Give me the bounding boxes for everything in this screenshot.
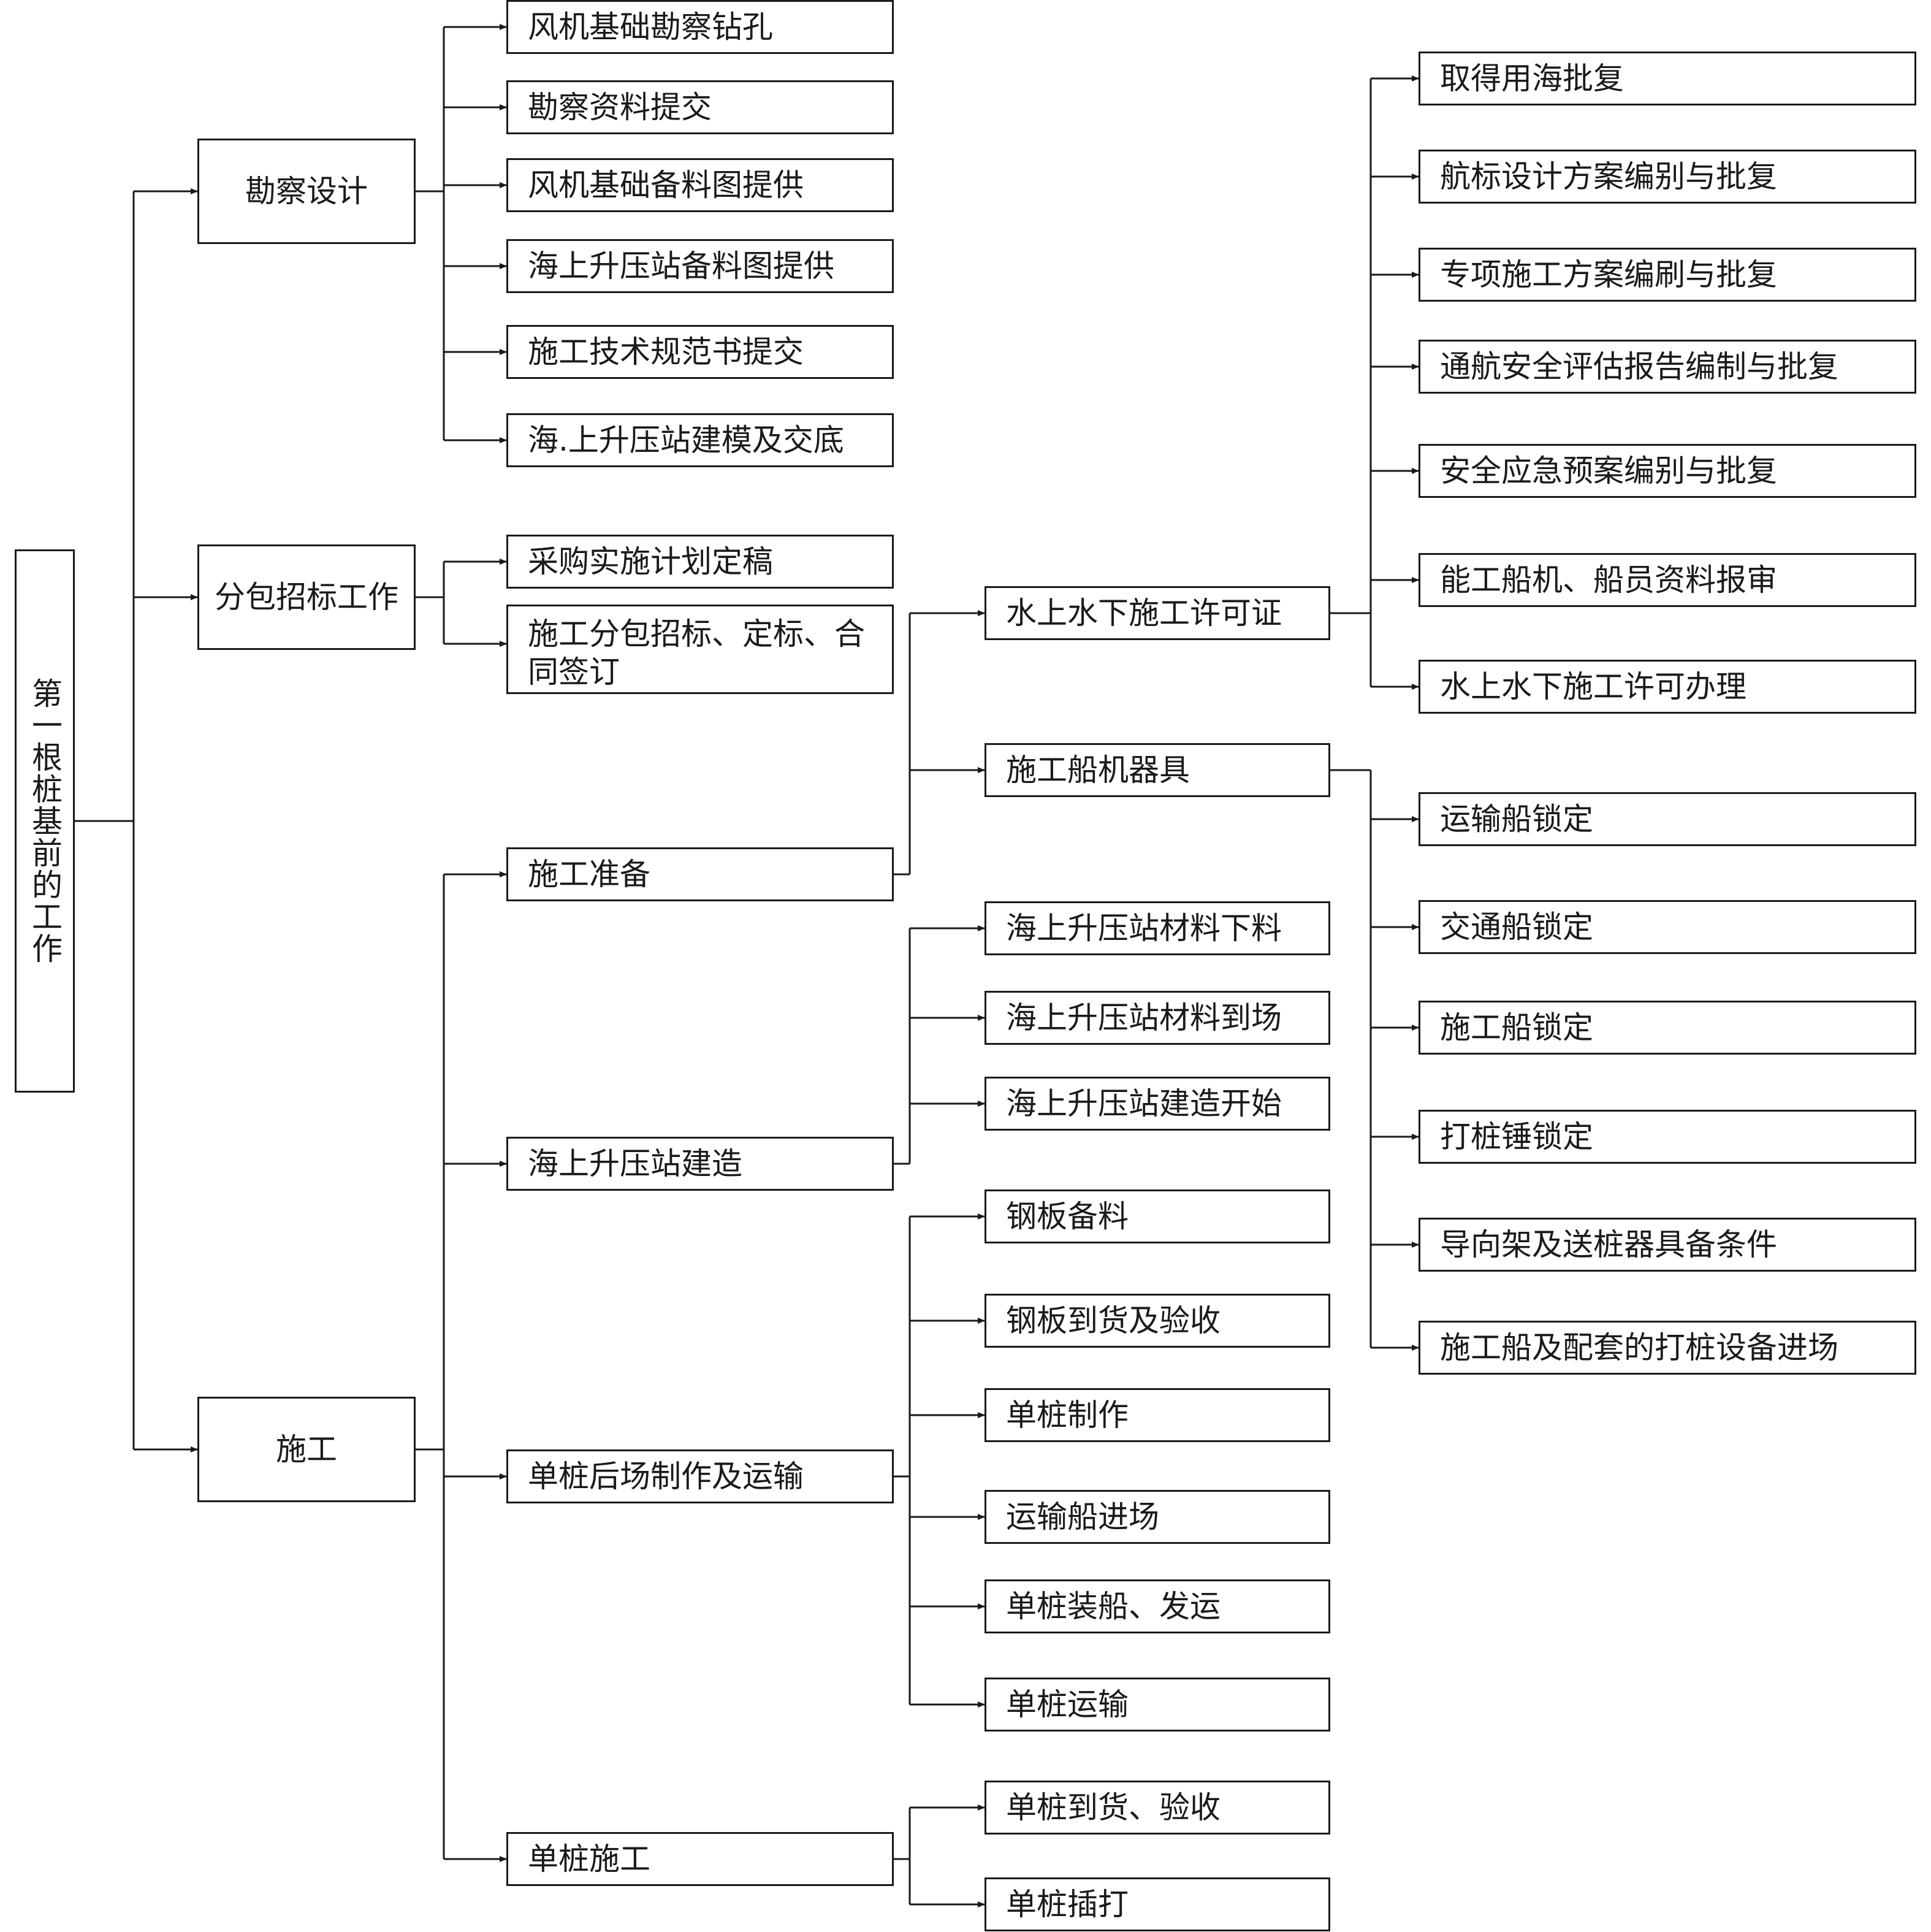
survey-item: 勘察资料提交 bbox=[506, 80, 894, 134]
permit-item: 取得用海批复 bbox=[1419, 52, 1916, 105]
construction-item-label: 海上升压站建造 bbox=[528, 1146, 742, 1182]
prep-item-equipment: 施工船机器具 bbox=[985, 743, 1330, 797]
survey-item-label: 海上升压站备料图提供 bbox=[528, 248, 834, 284]
prep-item-label: 施工船机器具 bbox=[1006, 752, 1190, 788]
pile-fab-item-label: 单桩装船、发运 bbox=[1006, 1589, 1221, 1624]
pile-install-item-label: 单桩到货、验收 bbox=[1006, 1790, 1221, 1825]
equipment-item-label: 交通船锁定 bbox=[1440, 909, 1593, 945]
permit-item-label: 专项施工方案编刷与批复 bbox=[1440, 257, 1777, 292]
root-label: 第一根桩基前的工作 bbox=[27, 678, 63, 964]
permit-item-label: 安全应急预案编别与批复 bbox=[1440, 453, 1777, 489]
equipment-item: 打桩锤锁定 bbox=[1419, 1110, 1916, 1164]
equipment-item: 交通船锁定 bbox=[1419, 900, 1916, 954]
survey-item-label: 风机基础勘察钻孔 bbox=[528, 9, 773, 45]
survey-item-label: 施工技术规范书提交 bbox=[528, 334, 804, 370]
permit-item: 安全应急预案编别与批复 bbox=[1419, 444, 1916, 498]
subcontract-label: 分包招标工作 bbox=[215, 579, 398, 615]
construction-item-label: 施工准备 bbox=[528, 857, 650, 892]
construction-item-substation: 海上升压站建造 bbox=[506, 1137, 894, 1191]
substation-item-label: 海上升压站材料到场 bbox=[1006, 1000, 1282, 1036]
survey-item-label: 勘察资料提交 bbox=[528, 90, 712, 125]
construction-item-prep: 施工准备 bbox=[506, 847, 894, 901]
pile-fab-item-label: 单桩制作 bbox=[1006, 1397, 1129, 1433]
subcontract-item-label: 施工分包招标、定标、合同签订 bbox=[528, 616, 865, 690]
permit-item: 水上水下施工许可办理 bbox=[1419, 660, 1916, 714]
permit-item-label: 通航安全评估报告编制与批复 bbox=[1440, 349, 1838, 384]
root-box: 第一根桩基前的工作 bbox=[15, 549, 75, 1093]
pile-fab-item: 单桩运输 bbox=[985, 1678, 1330, 1732]
prep-item-permit: 水上水下施工许可证 bbox=[985, 586, 1330, 640]
substation-item: 海上升压站建造开始 bbox=[985, 1077, 1330, 1131]
pile-install-item: 单桩插打 bbox=[985, 1877, 1330, 1931]
permit-item: 通航安全评估报告编制与批复 bbox=[1419, 340, 1916, 394]
equipment-item: 运输船锁定 bbox=[1419, 792, 1916, 846]
pile-fab-item-label: 钢板备料 bbox=[1006, 1199, 1129, 1234]
pile-fab-item: 运输船进场 bbox=[985, 1490, 1330, 1544]
equipment-item-label: 施工船及配套的打桩设备进场 bbox=[1440, 1330, 1838, 1365]
pile-fab-item-label: 运输船进场 bbox=[1006, 1499, 1159, 1535]
equipment-item: 施工船锁定 bbox=[1419, 1001, 1916, 1055]
survey-item-label: 海.上升压站建模及交底 bbox=[528, 422, 844, 458]
equipment-item: 施工船及配套的打桩设备进场 bbox=[1419, 1321, 1916, 1375]
subcontract-item-label: 采购实施计划定稿 bbox=[528, 544, 773, 579]
permit-item: 专项施工方案编刷与批复 bbox=[1419, 248, 1916, 302]
permit-item-label: 能工船机、船员资料报审 bbox=[1440, 562, 1777, 598]
survey-item-label: 风机基础备料图提供 bbox=[528, 167, 804, 203]
survey-design-label: 勘察设计 bbox=[245, 174, 368, 209]
subcontract-item: 采购实施计划定稿 bbox=[506, 535, 894, 589]
pile-fab-item-label: 单桩运输 bbox=[1006, 1687, 1129, 1722]
survey-item: 风机基础勘察钻孔 bbox=[506, 0, 894, 54]
equipment-item: 导向架及送桩器具备条件 bbox=[1419, 1218, 1916, 1272]
subcontract-item: 施工分包招标、定标、合同签订 bbox=[506, 605, 894, 694]
construction-item-pile-install: 单桩施工 bbox=[506, 1832, 894, 1886]
permit-item: 能工船机、船员资料报审 bbox=[1419, 553, 1916, 607]
substation-item: 海上升压站材料下料 bbox=[985, 901, 1330, 955]
construction-label: 施工 bbox=[276, 1432, 337, 1467]
construction-item-label: 单桩后场制作及运输 bbox=[528, 1459, 804, 1494]
construction-item-pile-fab: 单桩后场制作及运输 bbox=[506, 1449, 894, 1503]
permit-item-label: 航标设计方案编别与批复 bbox=[1440, 159, 1777, 194]
survey-item: 海上升压站备料图提供 bbox=[506, 239, 894, 293]
substation-item-label: 海上升压站建造开始 bbox=[1006, 1086, 1282, 1121]
construction-box: 施工 bbox=[197, 1397, 416, 1502]
prep-item-label: 水上水下施工许可证 bbox=[1006, 595, 1282, 631]
survey-item: 海.上升压站建模及交底 bbox=[506, 413, 894, 467]
equipment-item-label: 导向架及送桩器具备条件 bbox=[1440, 1227, 1777, 1262]
permit-item-label: 取得用海批复 bbox=[1440, 61, 1624, 96]
survey-design-box: 勘察设计 bbox=[197, 139, 416, 244]
pile-fab-item-label: 钢板到货及验收 bbox=[1006, 1303, 1221, 1338]
equipment-item-label: 运输船锁定 bbox=[1440, 801, 1593, 837]
survey-item: 风机基础备料图提供 bbox=[506, 158, 894, 212]
permit-item-label: 水上水下施工许可办理 bbox=[1440, 669, 1746, 704]
survey-item: 施工技术规范书提交 bbox=[506, 325, 894, 379]
pile-fab-item: 钢板到货及验收 bbox=[985, 1294, 1330, 1348]
substation-item: 海上升压站材料到场 bbox=[985, 991, 1330, 1045]
equipment-item-label: 施工船锁定 bbox=[1440, 1010, 1593, 1045]
equipment-item-label: 打桩锤锁定 bbox=[1440, 1119, 1593, 1155]
pile-fab-item: 单桩制作 bbox=[985, 1388, 1330, 1442]
substation-item-label: 海上升压站材料下料 bbox=[1006, 911, 1282, 946]
pile-fab-item: 钢板备料 bbox=[985, 1189, 1330, 1243]
construction-item-label: 单桩施工 bbox=[528, 1841, 650, 1877]
subcontract-box: 分包招标工作 bbox=[197, 544, 416, 650]
permit-item: 航标设计方案编别与批复 bbox=[1419, 150, 1916, 204]
pile-install-item-label: 单桩插打 bbox=[1006, 1887, 1129, 1922]
pile-install-item: 单桩到货、验收 bbox=[985, 1781, 1330, 1835]
pile-fab-item: 单桩装船、发运 bbox=[985, 1579, 1330, 1633]
